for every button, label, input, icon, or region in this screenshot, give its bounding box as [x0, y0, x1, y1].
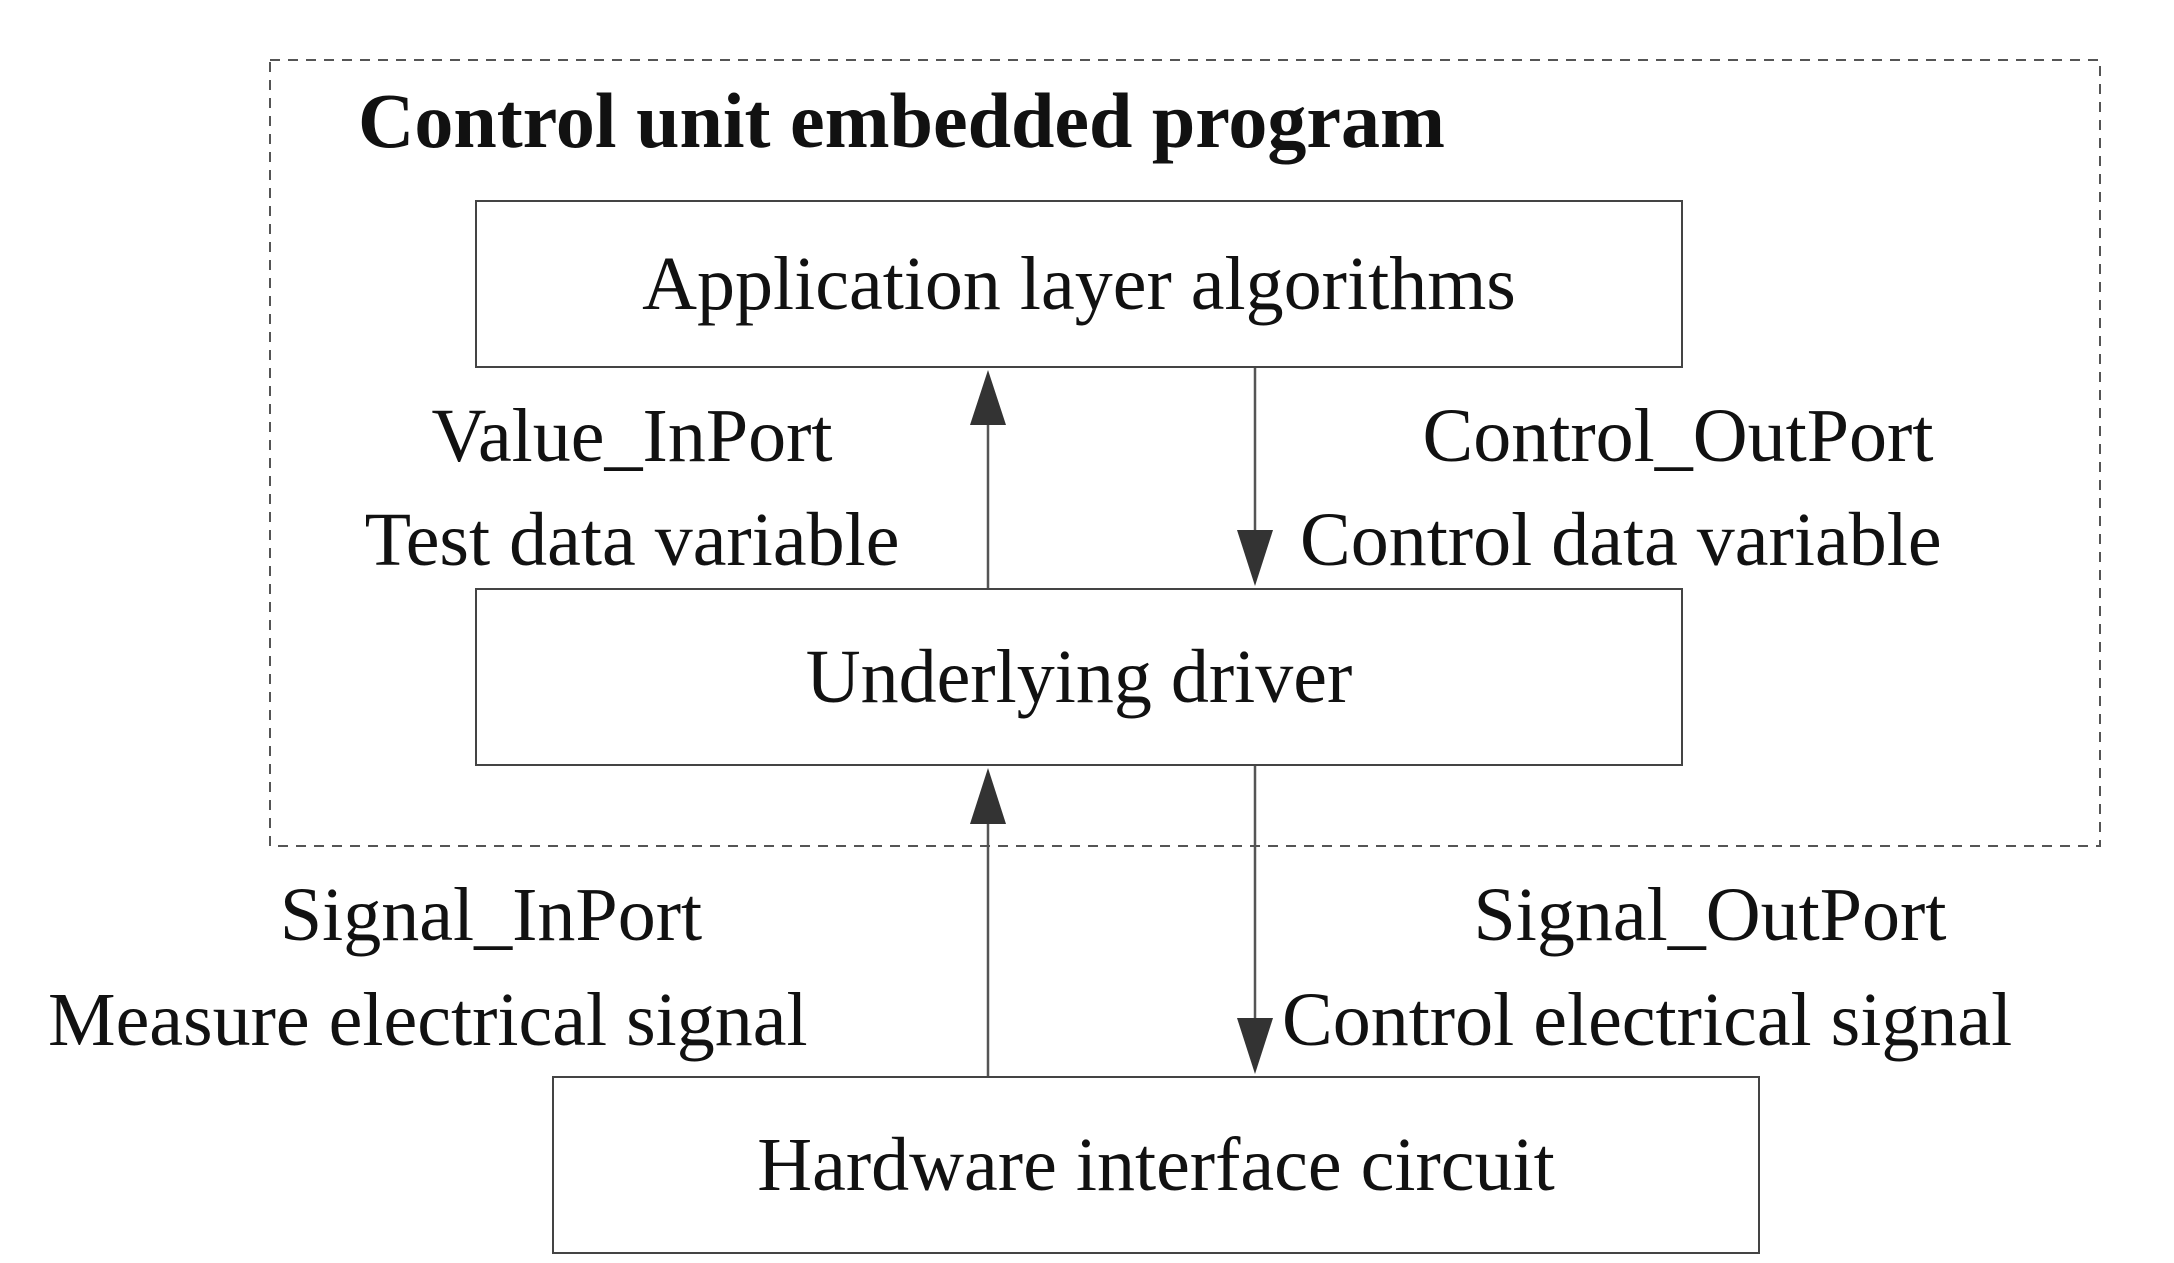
hardware-interface-box: Hardware interface circuit: [552, 1076, 1760, 1254]
control-data-variable-label: Control data variable: [1300, 498, 1942, 582]
signal-outport-label: Signal_OutPort: [1473, 873, 1947, 957]
test-data-variable-label: Test data variable: [364, 498, 900, 582]
control-outport-label: Control_OutPort: [1422, 394, 1934, 478]
underlying-driver-label: Underlying driver: [805, 635, 1353, 719]
signal-out-arrowhead: [1237, 1018, 1273, 1074]
application-layer-box: Application layer algorithms: [475, 200, 1683, 368]
underlying-driver-box: Underlying driver: [475, 588, 1683, 766]
frame-title: Control unit embedded program: [358, 77, 1446, 164]
embedded-program-frame: [269, 59, 2101, 847]
value-inport-label: Value_InPort: [431, 394, 833, 478]
signal-inport-label: Signal_InPort: [279, 873, 703, 957]
hardware-interface-label: Hardware interface circuit: [757, 1123, 1555, 1207]
control-out-arrowhead: [1237, 530, 1273, 586]
signal-in-arrowhead: [970, 768, 1006, 824]
value-in-arrowhead: [970, 370, 1006, 425]
measure-electrical-signal-label: Measure electrical signal: [48, 978, 808, 1062]
application-layer-label: Application layer algorithms: [642, 242, 1516, 326]
control-electrical-signal-label: Control electrical signal: [1282, 978, 2013, 1062]
